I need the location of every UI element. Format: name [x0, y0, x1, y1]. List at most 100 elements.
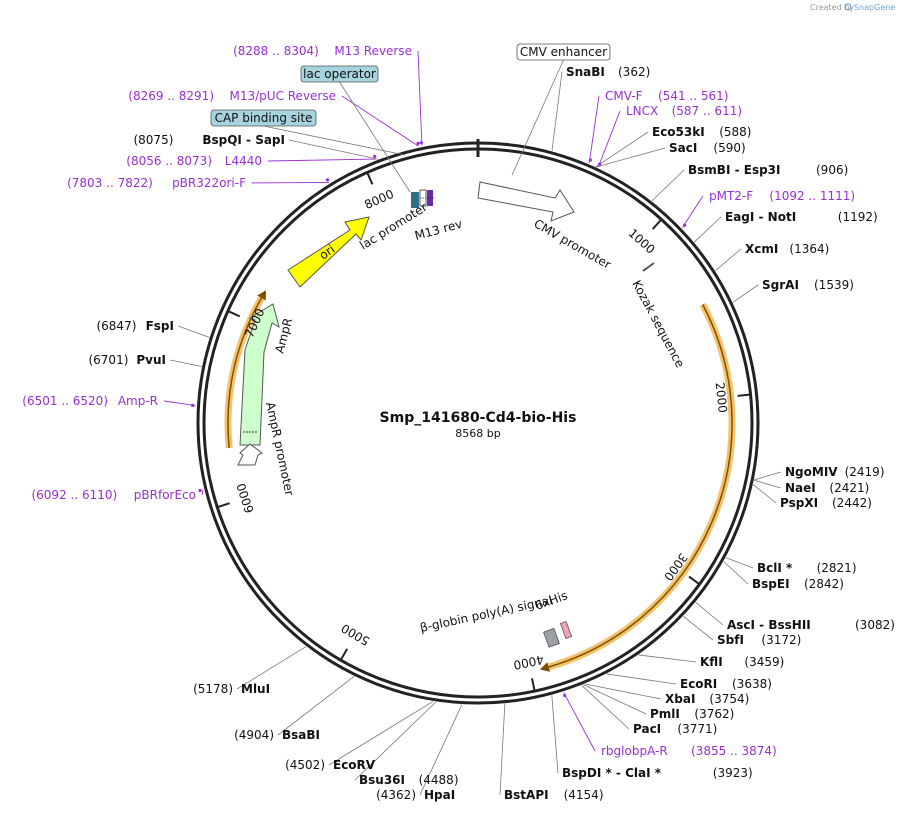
site-leader-line	[551, 71, 563, 151]
site-position: (6701)	[88, 353, 128, 367]
site-name: BstAPI	[504, 788, 549, 802]
primer-leader-line	[563, 692, 596, 752]
site-name: AscI - BssHII	[727, 618, 811, 632]
tick-label: 1000	[626, 226, 658, 257]
primer-position: (8056 .. 8073)	[126, 154, 212, 168]
site-position: (2842)	[804, 577, 844, 591]
site-position: (3754)	[709, 692, 749, 706]
site-leader-line	[169, 359, 202, 367]
restriction-site: SbfI(3172)	[683, 616, 801, 647]
orf-arc	[548, 304, 733, 668]
tick-mark	[737, 393, 750, 397]
restriction-site: (5178)MluI	[193, 646, 307, 696]
feature-box	[300, 65, 379, 83]
site-position: (1364)	[789, 242, 829, 256]
restriction-site: (4502) EcoRV	[285, 701, 434, 772]
globin-polya-block	[543, 627, 560, 648]
ampr-promoter-label: AmpR promoter	[263, 401, 297, 497]
primer-name: LNCX	[626, 104, 658, 118]
site-name: BspDI * - ClaI *	[562, 766, 662, 780]
restriction-site: KflI(3459)	[638, 654, 784, 669]
tick-mark	[217, 502, 230, 508]
primer-name: pBR322ori-F	[172, 176, 246, 190]
primer-name: rbglobpA-R	[601, 744, 668, 758]
primer-name: pBRforEco	[134, 488, 196, 502]
site-name: KflI	[700, 655, 723, 669]
restriction-site: AscI - BssHII(3082)	[695, 602, 895, 632]
site-leader-line	[651, 169, 685, 202]
site-leader-line	[177, 325, 210, 338]
primer-site: L4440(8056 .. 8073)	[126, 154, 377, 168]
site-position: (3771)	[677, 722, 717, 736]
restriction-site: BclI *(2821)	[725, 557, 857, 575]
restriction-site: PspXI(2442)	[752, 484, 872, 510]
restriction-sites: SnaBI(362)Eco53kI(588)SacI(590)BsmBI - E…	[88, 65, 894, 802]
primer-name: Amp-R	[118, 394, 158, 408]
primer-mark	[588, 158, 593, 162]
site-name: PspXI	[780, 496, 818, 510]
site-position: (362)	[618, 65, 650, 79]
feature-box-label: lac operator	[303, 67, 376, 81]
site-leader-line	[288, 139, 379, 160]
site-name: XcmI	[745, 242, 778, 256]
site-name: BspEI	[752, 577, 790, 591]
site-name: PmlI	[650, 707, 680, 721]
tick-mark	[651, 219, 662, 230]
primer-position: (587 .. 611)	[672, 104, 742, 118]
primer-position: (6092 .. 6110)	[31, 488, 117, 502]
primer-site: M13/pUC Reverse(8269 .. 8291)	[128, 89, 420, 147]
restriction-site: XcmI (1364)	[715, 242, 829, 272]
site-leader-line	[236, 646, 307, 690]
primer-mark	[373, 154, 377, 158]
feature-box	[210, 109, 317, 127]
site-name: Bsu36I	[359, 773, 405, 787]
primer-position: (541 .. 561)	[658, 89, 728, 103]
site-position: (1192)	[838, 210, 878, 224]
primer-site: pMT2-F(1092 .. 1111)	[682, 189, 855, 228]
restriction-site: NgoMIV(2419)	[754, 465, 885, 481]
site-leader-line	[583, 684, 647, 715]
tick-label: 5000	[339, 621, 372, 648]
restriction-site: NaeI(2421)	[754, 479, 869, 495]
tick-label: 2000	[713, 382, 730, 414]
feature-box-label: CMV enhancer	[520, 45, 607, 59]
primer-leader-line	[163, 400, 196, 407]
site-position: (3638)	[732, 677, 772, 691]
boxed-feature: CAP binding site	[210, 109, 406, 156]
site-position: (4502)	[285, 758, 325, 772]
lac-promoter-block	[411, 192, 419, 208]
site-leader-line	[754, 471, 782, 481]
primer-position: (7803 .. 7822)	[67, 176, 153, 190]
restriction-site: (6847)FspI	[96, 319, 210, 338]
site-position: (4488)	[419, 773, 459, 787]
site-leader-line	[328, 701, 434, 766]
primer-site: Amp-R(6501 .. 6520)	[22, 394, 196, 408]
primer-leader-line	[417, 50, 423, 146]
tick-label: 8000	[362, 187, 396, 212]
site-name: EcoRV	[333, 758, 376, 772]
site-name: NaeI	[785, 481, 816, 495]
site-position: (4904)	[234, 728, 274, 742]
restriction-site: (6701)PvuI	[88, 353, 202, 367]
site-position: (6847)	[96, 319, 136, 333]
site-leader-line	[723, 561, 749, 585]
site-leader-line	[354, 701, 437, 781]
primer-position: (8269 .. 8291)	[128, 89, 214, 103]
site-name: BclI *	[757, 561, 793, 575]
site-name: EcoRI	[680, 677, 717, 691]
primer-site: pBR322ori-F (7803 .. 7822)	[67, 176, 330, 190]
site-leader-line	[499, 703, 506, 796]
primer-site: M13 Reverse(8288 .. 8304)	[233, 44, 423, 146]
site-leader-line	[752, 484, 777, 504]
site-leader-line	[596, 147, 666, 168]
primer-leader-line	[682, 195, 704, 228]
site-position: (5178)	[193, 682, 233, 696]
site-leader-line	[725, 557, 754, 569]
site-leader-line	[595, 131, 649, 168]
primer-mark	[416, 141, 420, 145]
site-leader-line	[754, 479, 782, 489]
site-name: SbfI	[717, 633, 744, 647]
tick-mark	[340, 648, 349, 660]
